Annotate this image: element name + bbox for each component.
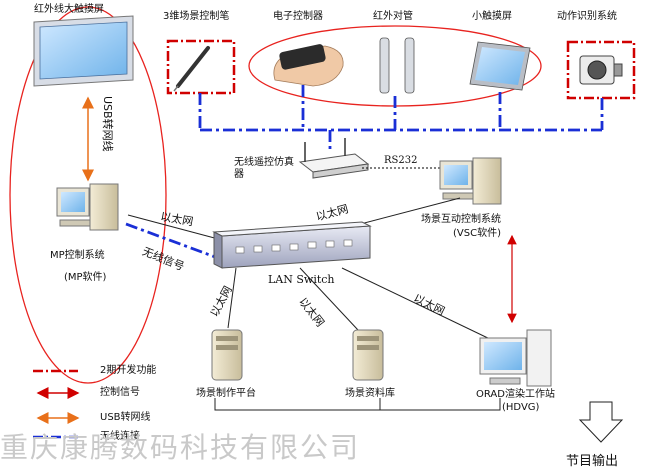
lan-switch-icon xyxy=(212,221,372,269)
legend-label-1: 2期开发功能 xyxy=(100,365,157,376)
company-watermark: 重庆康腾数码科技有限公司 xyxy=(0,431,361,464)
output-arrow-icon xyxy=(578,401,624,443)
rs232-label: RS232 xyxy=(384,155,418,166)
usb-link-label: USB转网线 xyxy=(101,96,114,152)
mp-computer-icon xyxy=(56,183,119,231)
ir-tube-label: 红外对管 xyxy=(373,11,413,22)
legend-label-3: USB转网线 xyxy=(100,412,151,423)
scene-db-label: 场景资料库 xyxy=(345,388,395,399)
e-controller-icon xyxy=(273,44,344,87)
vsc-label-1: 场景互动控制系统 xyxy=(421,214,501,225)
pen-icon xyxy=(166,39,236,95)
wireless-emulator-label: 无线遥控仿真器 xyxy=(234,157,294,180)
scene-make-icon xyxy=(211,329,243,381)
wireless-bus xyxy=(125,85,604,260)
scene-db-icon xyxy=(352,329,384,381)
lan-switch-label: LAN Switch xyxy=(268,273,335,286)
left-group-ellipse xyxy=(9,6,167,384)
wireless-emulator-icon xyxy=(298,138,370,179)
motion-recog-icon xyxy=(566,40,636,100)
scene-make-label: 场景制作平台 xyxy=(196,388,256,399)
orad-label-2: (HDVG) xyxy=(502,402,540,413)
vsc-label-2: (VSC软件) xyxy=(453,228,501,239)
legend-label-2: 控制信号 xyxy=(100,387,140,398)
orad-label-1: ORAD渲染工作站 xyxy=(476,389,555,400)
ir-tube-icon xyxy=(379,37,415,94)
big-touchscreen-icon xyxy=(33,15,134,87)
mp-label-1: MP控制系统 xyxy=(50,250,105,261)
orad-workstation-icon xyxy=(479,329,552,387)
e-controller-label: 电子控制器 xyxy=(273,11,323,22)
motion-recog-label: 动作识别系统 xyxy=(557,11,617,22)
small-touch-icon xyxy=(469,41,531,91)
small-touch-label: 小触摸屏 xyxy=(472,11,512,22)
pen-label: 3维场景控制笔 xyxy=(163,11,230,22)
legend-label-4: 无线连接 xyxy=(100,431,140,442)
vsc-computer-icon xyxy=(439,157,502,205)
program-output-label: 节目输出 xyxy=(566,454,619,469)
mp-label-2: (MP软件) xyxy=(64,272,107,283)
legend-glyphs xyxy=(33,369,80,439)
bottom-bracket xyxy=(214,398,501,411)
big-touchscreen-label: 红外线大触摸屏 xyxy=(34,4,104,15)
